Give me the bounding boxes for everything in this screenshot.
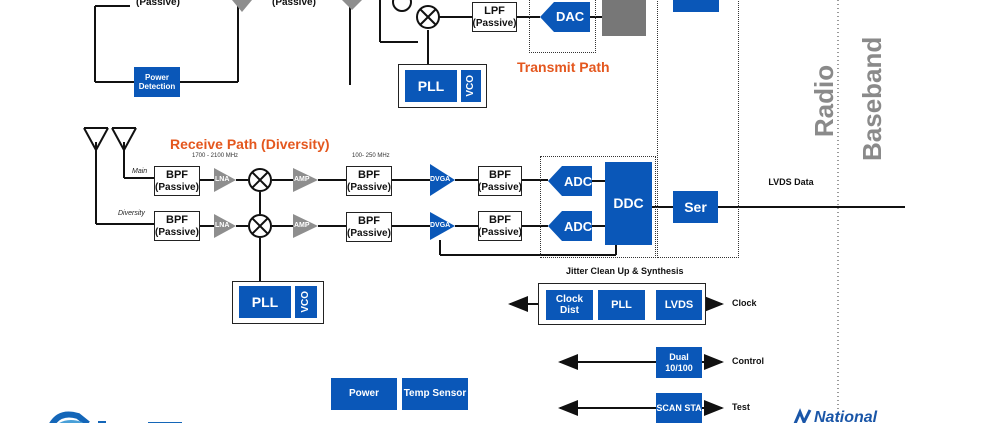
lpf-label: LPF bbox=[484, 4, 505, 17]
radio-section-label: Radio bbox=[809, 64, 839, 138]
adc-ddc-group-outline bbox=[540, 156, 656, 258]
amp-label-main: AMP bbox=[294, 176, 310, 183]
tx-vco-block: VCO bbox=[461, 70, 481, 102]
dvga-label-div: DVGA bbox=[430, 222, 451, 229]
left-logo-icon bbox=[48, 410, 92, 423]
passive-label: (Passive) bbox=[155, 226, 199, 238]
lvds-data-label: LVDS Data bbox=[768, 177, 814, 187]
lna-label-main: LNA bbox=[215, 176, 230, 183]
gray-placeholder-block bbox=[602, 0, 646, 36]
passive-label: (Passive) bbox=[347, 227, 391, 239]
rx-vco-block: VCO bbox=[295, 286, 317, 318]
receive-path-title: Receive Path (Diversity) bbox=[170, 136, 330, 152]
scan-sta-block: SCAN STA bbox=[656, 393, 702, 423]
control-label: Control bbox=[732, 356, 764, 366]
amp-label-div: AMP bbox=[294, 222, 310, 229]
lpf-sub-label: (Passive) bbox=[472, 17, 517, 29]
lvds-block: LVDS bbox=[656, 290, 702, 320]
diversity-label: Diversity bbox=[118, 210, 145, 217]
lna-label-div: LNA bbox=[215, 222, 230, 229]
adc-label-div: ADC bbox=[564, 219, 593, 234]
rx-bpf-main-3: BPF (Passive) bbox=[478, 166, 522, 196]
rx-bpf-div-3: BPF (Passive) bbox=[478, 211, 522, 241]
tx-passive-label-1: (Passive) bbox=[136, 0, 180, 8]
top-blue-block bbox=[673, 0, 719, 12]
if-frequency-label: 100- 250 MHz bbox=[352, 153, 390, 159]
passive-label: (Passive) bbox=[155, 181, 199, 193]
rf-frequency-label: 1700 - 2100 MHz bbox=[192, 153, 239, 159]
bpf-label: BPF bbox=[358, 214, 380, 227]
passive-label: (Passive) bbox=[478, 226, 522, 238]
ser-label: Ser bbox=[684, 198, 707, 215]
serializer-group-outline bbox=[657, 0, 739, 258]
transmit-path-title: Transmit Path bbox=[517, 59, 610, 75]
rx-pll-block: PLL bbox=[239, 286, 291, 318]
power-detection-block: Power Detection bbox=[134, 67, 180, 97]
bpf-label: BPF bbox=[358, 168, 380, 181]
rx-bpf-main-1: BPF (Passive) bbox=[154, 166, 200, 196]
baseband-section-label: Baseband bbox=[857, 36, 887, 161]
passive-label: (Passive) bbox=[347, 181, 391, 193]
rx-vco-label: VCO bbox=[300, 291, 312, 313]
dual-label: Dual 10/100 bbox=[665, 352, 693, 373]
passive-label: (Passive) bbox=[478, 181, 522, 193]
jitter-title: Jitter Clean Up & Synthesis bbox=[566, 266, 684, 276]
adc-label-main: ADC bbox=[564, 174, 593, 189]
test-label: Test bbox=[732, 402, 750, 412]
tx-vco-label: VCO bbox=[465, 75, 477, 97]
rx-bpf-main-2: BPF (Passive) bbox=[346, 166, 392, 196]
dvga-label-main: DVGA bbox=[430, 176, 451, 183]
tx-passive-label-2: (Passive) bbox=[272, 0, 316, 8]
dac-label: DAC bbox=[556, 9, 585, 24]
ddc-label: DDC bbox=[613, 195, 644, 212]
left-logo-wordmark bbox=[98, 414, 248, 423]
rx-bpf-div-1: BPF (Passive) bbox=[154, 211, 200, 241]
temp-sensor-block: Temp Sensor bbox=[402, 378, 468, 410]
serializer-block: Ser bbox=[673, 191, 718, 223]
national-logo-text: National bbox=[814, 409, 878, 423]
lvds-label: LVDS bbox=[664, 298, 694, 311]
temp-sensor-label: Temp Sensor bbox=[403, 388, 467, 400]
power-label: Power bbox=[348, 388, 379, 400]
national-logo-icon bbox=[792, 408, 814, 423]
bpf-label: BPF bbox=[166, 213, 188, 226]
bpf-label: BPF bbox=[489, 213, 511, 226]
power-block: Power bbox=[331, 378, 397, 410]
scan-label: SCAN STA bbox=[656, 402, 702, 413]
jitter-pll-block: PLL bbox=[598, 290, 645, 320]
tx-pll-block: PLL bbox=[405, 70, 457, 102]
antenna-icon bbox=[83, 127, 137, 153]
dual-ethernet-block: Dual 10/100 bbox=[656, 347, 702, 378]
dac-group-outline bbox=[529, 0, 596, 53]
bpf-label: BPF bbox=[489, 168, 511, 181]
bpf-label: BPF bbox=[166, 168, 188, 181]
power-detection-label: Power Detection bbox=[138, 72, 176, 91]
tx-pll-label: PLL bbox=[417, 77, 445, 94]
ddc-block: DDC bbox=[605, 162, 652, 245]
rx-bpf-div-2: BPF (Passive) bbox=[346, 212, 392, 242]
lpf-block: LPF (Passive) bbox=[472, 2, 517, 32]
clock-dist-label: Clock Dist bbox=[555, 293, 584, 317]
rx-pll-label: PLL bbox=[251, 293, 279, 310]
jitter-pll-label: PLL bbox=[611, 298, 632, 311]
clock-label: Clock bbox=[732, 298, 757, 308]
main-label: Main bbox=[132, 168, 148, 175]
clock-dist-block: Clock Dist bbox=[546, 290, 593, 320]
